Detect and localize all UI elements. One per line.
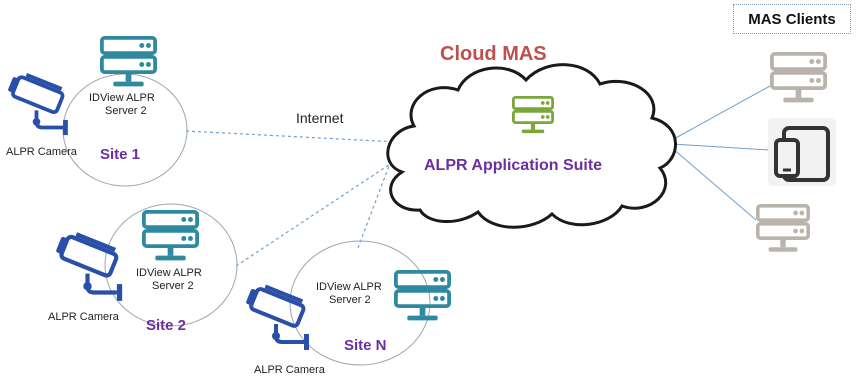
cloud-title: Cloud MAS [440, 43, 547, 65]
site1-server-label-1: IDView ALPR [89, 92, 155, 104]
camera-icon [4, 68, 70, 138]
camera-icon [54, 229, 122, 300]
server-icon [393, 269, 452, 323]
siteN-server-label-2: Server 2 [329, 294, 371, 306]
client-lines [671, 85, 771, 221]
connection-lines [185, 130, 405, 267]
site-2-boundary [104, 203, 238, 327]
server-icon [755, 204, 811, 254]
site2-server-label-1: IDView ALPR [136, 267, 202, 279]
server-icon [770, 52, 827, 105]
link-cloud-client-2 [671, 143, 771, 151]
internet-label: Internet [296, 110, 344, 126]
site2-server-label-2: Server 2 [152, 280, 194, 292]
tablet-phone-icon [768, 118, 836, 186]
link-site2-cloud [235, 154, 405, 267]
site2-camera-label: ALPR Camera [48, 311, 120, 323]
mas-clients-title: MAS Clients [733, 4, 851, 34]
site-1-boundary [62, 73, 188, 187]
link-siteN-cloud [357, 157, 393, 249]
link-cloud-client-1 [671, 85, 771, 141]
camera-icon [242, 279, 311, 352]
suite-label: ALPR Application Suite [424, 157, 602, 174]
siteN-server-label-1: IDView ALPR [316, 281, 382, 293]
site1-name: Site 1 [100, 146, 140, 163]
siteN-camera-label: ALPR Camera [254, 364, 326, 376]
site2-name: Site 2 [146, 317, 186, 334]
server-icon [141, 209, 200, 263]
site1-camera-label: ALPR Camera [6, 146, 78, 158]
site-n-boundary [289, 240, 431, 366]
siteN-name: Site N [344, 337, 387, 354]
cloud-shape [386, 63, 677, 229]
link-site1-cloud [185, 130, 399, 143]
link-cloud-client-3 [671, 147, 757, 221]
site1-server-label-2: Server 2 [105, 105, 147, 117]
server-icon [100, 36, 158, 89]
